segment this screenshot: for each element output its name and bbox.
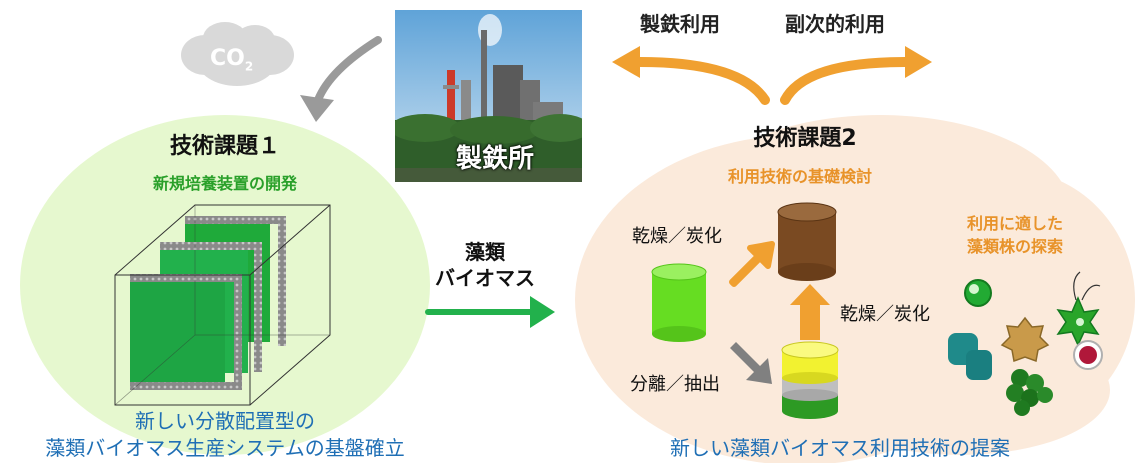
transfer-label-line1: 藻類 — [465, 240, 505, 264]
co2-label: CO2 — [210, 46, 254, 74]
transfer-label-line2: バイオマス — [435, 266, 535, 290]
strain-label-line1: 利用に適した — [966, 214, 1063, 233]
task1-title: 技術課題１ — [169, 134, 280, 159]
algae-cells — [948, 271, 1103, 416]
uses-arrows — [635, 57, 910, 105]
secondary-use-label: 副次的利用 — [785, 12, 885, 36]
task1-caption-line1: 新しい分散配置型の — [135, 409, 315, 433]
steel-use-label: 製鉄利用 — [640, 12, 720, 36]
co2-cloud — [181, 22, 294, 86]
dry-arrow-upper — [729, 241, 775, 287]
task1-subtitle: 新規培養装置の開発 — [152, 174, 297, 193]
task2-caption: 新しい藻類バイオマス利用技術の提案 — [670, 436, 1010, 460]
dry-carbonize-label-upper: 乾燥／炭化 — [632, 226, 722, 247]
separated-cylinder — [781, 341, 839, 419]
biomass-cylinder — [651, 263, 707, 342]
dry-carbonize-label-right: 乾燥／炭化 — [840, 304, 930, 325]
strain-label-line2: 藻類株の探索 — [966, 237, 1063, 256]
separate-arrow — [730, 342, 772, 384]
co2-arrow — [314, 36, 382, 104]
steelworks-label: 製鉄所 — [455, 144, 534, 174]
task2-title: 技術課題2 — [753, 126, 857, 151]
separate-extract-label: 分離／抽出 — [630, 374, 720, 395]
dry-arrow-right — [790, 284, 830, 340]
cultivation-apparatus — [114, 204, 331, 406]
task2-subtitle: 利用技術の基礎検討 — [727, 167, 872, 186]
steelworks-photo — [395, 10, 582, 182]
task1-caption-line2: 藻類バイオマス生産システムの基盤確立 — [45, 436, 405, 460]
carbonized-cylinder — [777, 202, 837, 281]
